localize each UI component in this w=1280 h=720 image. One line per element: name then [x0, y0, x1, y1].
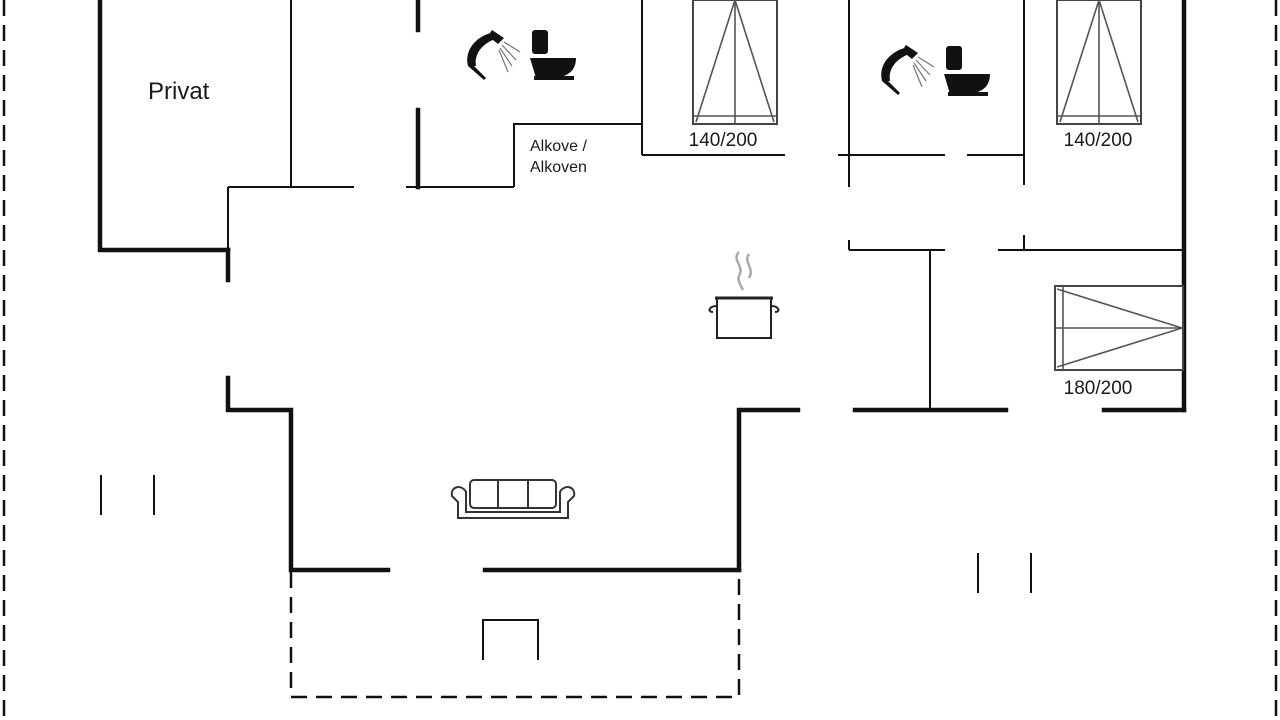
table-icon: [482, 619, 539, 660]
bed-2: 140/200: [1056, 0, 1142, 151]
alcove-label-line2: Alkoven: [530, 159, 587, 176]
walls: [97, 0, 1187, 573]
shower-icon: [881, 45, 935, 95]
cooking-pot-icon: [708, 251, 780, 339]
bed-size-label: 140/200: [689, 130, 758, 151]
bed-size-label: 180/200: [1064, 378, 1133, 399]
toilet-icon: [944, 46, 990, 96]
sofa-icon: [450, 479, 576, 519]
bed-size-label: 140/200: [1064, 130, 1133, 151]
terrace-outline: [289, 572, 741, 699]
private-room-label: Privat: [148, 78, 210, 105]
bed-1: 140/200: [689, 0, 778, 151]
posts: [100, 475, 1032, 593]
shower-icon: [467, 30, 521, 80]
alcove-label-line1: Alkove /: [530, 138, 587, 155]
bed-3: 180/200: [1054, 285, 1184, 399]
toilet-icon: [530, 30, 576, 80]
